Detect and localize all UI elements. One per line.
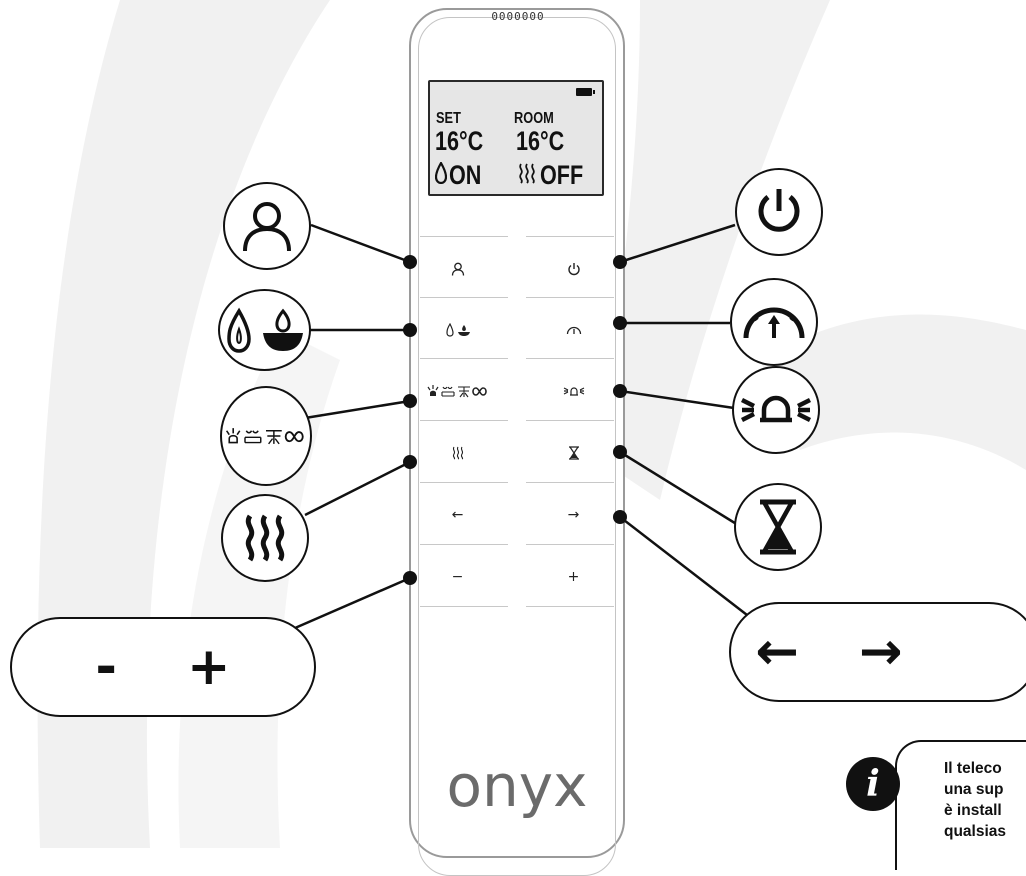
lcd-set-temp: 16°C	[435, 126, 484, 156]
info-note-text: Il teleco una sup è install qualsias	[944, 758, 1026, 842]
lcd-display: SET ROOM 16°C 16°C ON OFF	[428, 80, 604, 196]
light-icon	[563, 387, 584, 396]
callout-speed	[730, 278, 818, 366]
left-arrow-button[interactable]: ←	[410, 487, 505, 543]
left-arrow-icon: ←	[755, 622, 799, 682]
key-divider	[526, 236, 614, 237]
key-divider	[420, 358, 508, 359]
info-note-line: qualsias	[944, 823, 1007, 840]
key-divider	[526, 297, 614, 298]
info-note-line: una sup	[944, 781, 1004, 798]
key-divider	[526, 544, 614, 545]
callout-timer	[734, 483, 822, 571]
lcd-flame-status: ON	[449, 160, 482, 190]
key-divider	[526, 606, 614, 607]
power-icon	[567, 263, 580, 276]
speed-button[interactable]	[526, 302, 621, 358]
info-note-line: Il teleco	[944, 760, 1002, 777]
lcd-flame-icon	[435, 162, 447, 184]
key-divider	[420, 606, 508, 607]
led-indicator: 0000000	[491, 10, 545, 23]
fire-effects-button[interactable]	[410, 363, 505, 419]
lcd-heat-icon	[519, 163, 535, 184]
heat-icon	[452, 446, 463, 460]
battery-icon	[576, 88, 595, 96]
brand-logo: onyx	[446, 752, 588, 820]
key-divider	[526, 358, 614, 359]
timer-button[interactable]	[526, 425, 621, 481]
minus-icon: -	[95, 637, 117, 697]
left-arrow-icon: ←	[451, 507, 464, 523]
light-button[interactable]	[526, 363, 621, 419]
key-divider	[420, 420, 508, 421]
light-icon	[740, 395, 812, 423]
right-arrow-icon: →	[859, 622, 903, 682]
info-icon: i	[846, 757, 900, 811]
hourglass-icon	[568, 446, 579, 460]
callout-flame-mode	[218, 289, 311, 371]
key-divider	[420, 236, 508, 237]
callout-leader-lines	[294, 223, 761, 630]
speedometer-icon	[566, 326, 581, 335]
flame-mode-icon	[226, 307, 303, 353]
heat-icon	[245, 514, 285, 562]
lcd-set-label: SET	[436, 110, 461, 127]
key-divider	[526, 420, 614, 421]
minus-button[interactable]: −	[410, 549, 505, 605]
info-note-line: è install	[944, 802, 1002, 819]
key-divider	[420, 297, 508, 298]
fire-effects-icon	[427, 385, 487, 398]
callout-fire-effects	[220, 386, 312, 486]
flame-mode-icon	[445, 323, 470, 337]
lcd-room-temp: 16°C	[516, 126, 565, 156]
power-button[interactable]	[526, 241, 621, 297]
flame-mode-button[interactable]	[410, 302, 505, 358]
lcd-room-label: ROOM	[514, 110, 554, 127]
plus-icon: +	[567, 569, 580, 585]
callout-user	[223, 182, 311, 270]
right-arrow-icon: →	[567, 507, 580, 523]
plus-icon: +	[187, 637, 231, 697]
user-button[interactable]	[410, 241, 505, 297]
plus-button[interactable]: +	[526, 549, 621, 605]
callout-arrows: ← →	[729, 602, 1026, 702]
callout-power	[735, 168, 823, 256]
user-icon	[243, 202, 291, 252]
callout-heat	[221, 494, 309, 582]
fire-effects-icon	[225, 428, 304, 445]
callout-minus-plus: - +	[10, 617, 316, 717]
power-icon	[758, 189, 800, 232]
lcd-heat-status: OFF	[540, 160, 584, 190]
callout-light	[732, 366, 820, 454]
key-divider	[420, 482, 508, 483]
key-divider	[420, 544, 508, 545]
user-icon	[451, 262, 464, 276]
minus-icon: −	[451, 569, 464, 585]
speedometer-icon	[743, 307, 805, 339]
key-divider	[526, 482, 614, 483]
hourglass-icon	[760, 499, 796, 555]
heat-button[interactable]	[410, 425, 505, 481]
right-arrow-button[interactable]: →	[526, 487, 621, 543]
